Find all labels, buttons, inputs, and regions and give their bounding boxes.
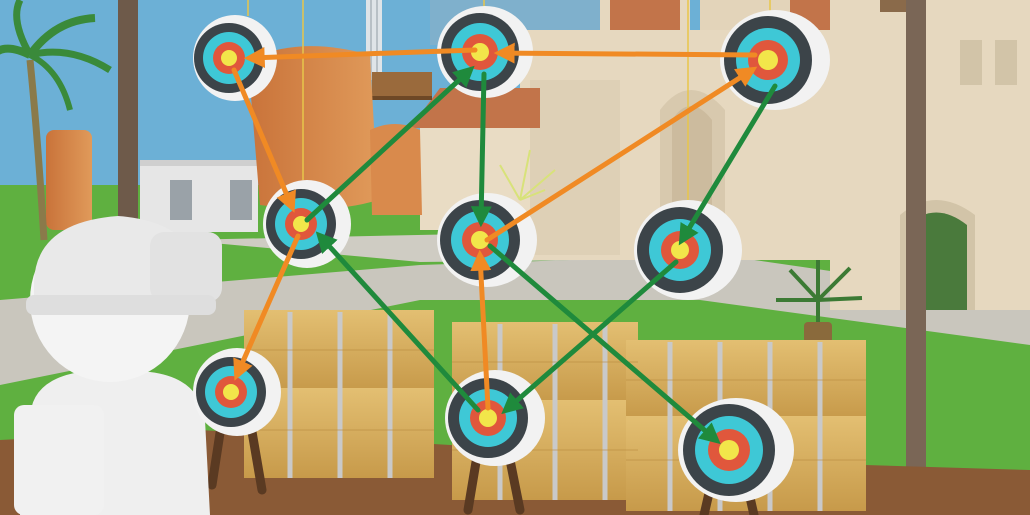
orange-arrow-t4-t7 bbox=[233, 233, 301, 381]
target-t3[interactable] bbox=[720, 10, 830, 110]
target-t8[interactable] bbox=[445, 370, 545, 466]
target-t1[interactable] bbox=[193, 15, 277, 101]
orange-arrow-t8-t5 bbox=[470, 249, 492, 411]
target-t9[interactable] bbox=[678, 398, 794, 502]
green-arrow-t4-t2 bbox=[304, 65, 475, 223]
orange-arrow-t3-t2 bbox=[493, 42, 758, 64]
orange-arrows bbox=[231, 42, 758, 411]
green-arrow-t5-t9 bbox=[487, 243, 721, 445]
tower-stripe bbox=[370, 0, 372, 80]
orange-arrow-t2-t1 bbox=[243, 46, 478, 68]
vr-avatar bbox=[14, 216, 222, 515]
green-arrows bbox=[304, 65, 778, 445]
palm-tree bbox=[0, 0, 112, 241]
wooden-post-right bbox=[906, 0, 926, 515]
grass-tuft bbox=[499, 149, 556, 201]
target-t7[interactable] bbox=[193, 348, 281, 436]
grey-bungalow bbox=[140, 160, 258, 232]
green-arrow-t6-t8 bbox=[501, 259, 679, 415]
stone-path bbox=[0, 255, 1030, 385]
green-arrow-t3-t6 bbox=[678, 83, 778, 246]
tower-stripe bbox=[376, 0, 378, 80]
orange-arrow-t1-t4 bbox=[231, 67, 296, 213]
fern-plant bbox=[776, 260, 863, 344]
orange-arrow-t5-t3 bbox=[484, 66, 758, 243]
green-arrow-t8-t4 bbox=[315, 231, 481, 413]
green-arrow-t2-t5 bbox=[470, 71, 492, 228]
hanging-ropes bbox=[247, 0, 771, 200]
